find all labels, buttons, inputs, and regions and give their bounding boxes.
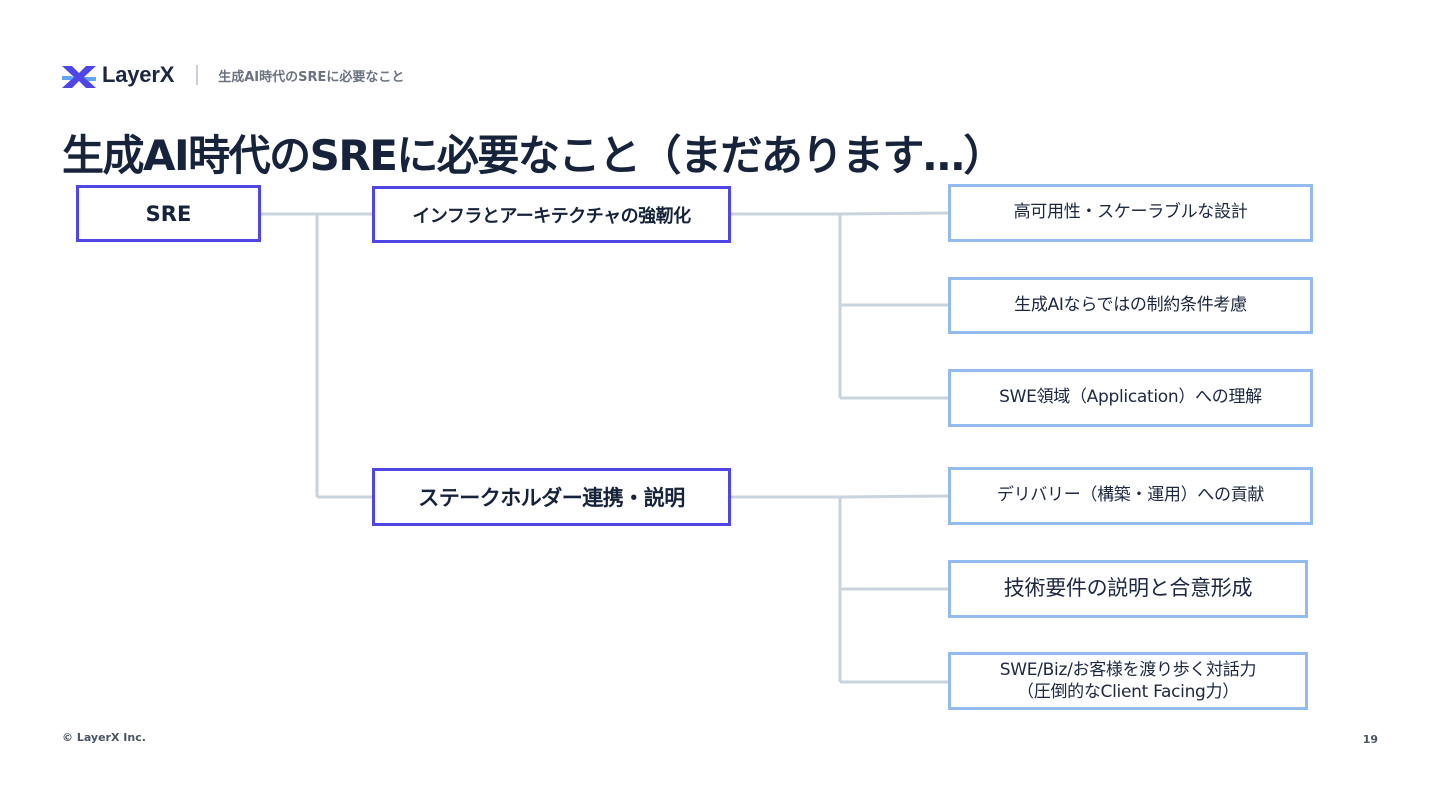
- leaf-label-line-2: （圧倒的なClient Facing力）: [1017, 682, 1239, 702]
- leaf-label: SWE領域（Application）への理解: [999, 387, 1262, 408]
- tree-node-root: SRE: [76, 185, 261, 242]
- page-title: 生成AI時代のSREに必要なこと（まだあります…）: [62, 131, 1005, 180]
- connector-leaf-4: [839, 494, 951, 499]
- tree-leaf-dialogue-skill: SWE/Biz/お客様を渡り歩く対話力 （圧倒的なClient Facing力）: [948, 652, 1308, 710]
- tree-node-root-label: SRE: [145, 201, 192, 226]
- leaf-label: 高可用性・スケーラブルな設計: [1013, 202, 1248, 223]
- layerx-logo-icon: [62, 66, 96, 88]
- layerx-logo: LayerX: [62, 60, 174, 90]
- header-subtitle: 生成AI時代のSREに必要なこと: [218, 69, 405, 85]
- connector-leaf-1: [839, 211, 951, 216]
- page-number: 19: [1362, 733, 1378, 746]
- header-divider: [196, 65, 199, 85]
- leaf-label: 生成AIならではの制約条件考慮: [1014, 294, 1247, 315]
- tree-leaf-swe-understanding: SWE領域（Application）への理解: [948, 369, 1313, 427]
- tree-node-branch-infrastructure: インフラとアーキテクチャの強靭化: [372, 186, 731, 243]
- tree-leaf-requirements-consensus: 技術要件の説明と合意形成: [948, 560, 1308, 618]
- leaf-label-line-1: SWE/Biz/お客様を渡り歩く対話力: [999, 659, 1257, 680]
- branch-label: ステークホルダー連携・説明: [418, 486, 685, 510]
- footer-copyright: © LayerX Inc.: [62, 731, 146, 744]
- branch-label: インフラとアーキテクチャの強靭化: [412, 205, 691, 227]
- tree-leaf-genai-constraints: 生成AIならではの制約条件考慮: [948, 277, 1313, 334]
- logo-wordmark: LayerX: [102, 62, 175, 87]
- leaf-label: 技術要件の説明と合意形成: [1003, 576, 1253, 601]
- tree-leaf-delivery-contribution: デリバリー（構築・運用）への貢献: [948, 467, 1313, 525]
- tree-leaf-scalable-design: 高可用性・スケーラブルな設計: [948, 184, 1313, 242]
- leaf-label: デリバリー（構築・運用）への貢献: [996, 485, 1265, 506]
- tree-node-branch-stakeholder: ステークホルダー連携・説明: [372, 468, 731, 526]
- slide-header: LayerX 生成AI時代のSREに必要なこと: [62, 60, 404, 90]
